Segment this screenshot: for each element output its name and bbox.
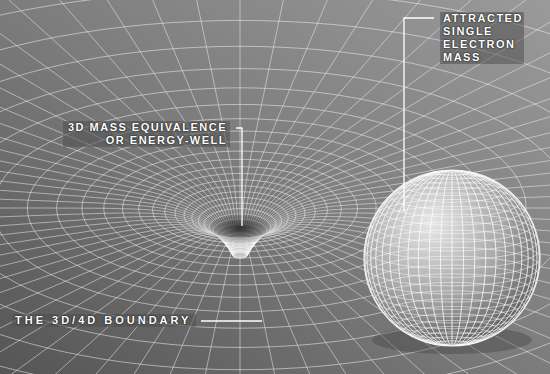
well-throat (206, 212, 274, 244)
grid-line (0, 225, 234, 374)
grid-line (0, 236, 237, 374)
sphere-grid-line (418, 170, 485, 346)
grid-line (0, 0, 234, 254)
sphere-grid-line (418, 170, 485, 346)
sphere-grid-line (408, 170, 496, 346)
sphere-grid-line (398, 170, 505, 346)
grid-line (68, 238, 239, 374)
sphere-outline (364, 170, 540, 346)
sphere-grid-line (365, 170, 539, 346)
grid-line (0, 0, 235, 253)
grid-line (0, 0, 234, 254)
grid-line (0, 220, 233, 316)
callout-label: THE 3D/4D BOUNDARY (12, 314, 196, 327)
grid-line (240, 238, 241, 374)
grid-line (0, 232, 235, 374)
sphere-grid-line (371, 170, 534, 346)
grid-line (0, 234, 236, 374)
grid-line (0, 20, 550, 374)
grid-line (0, 230, 235, 374)
grid-line (0, 222, 233, 350)
leader-line (404, 18, 434, 212)
grid-line (0, 233, 236, 374)
leader-line (201, 320, 262, 321)
sphere-grid-line (382, 170, 522, 346)
grid-line (0, 100, 233, 254)
grid-line (0, 0, 238, 253)
grid-line (0, 0, 238, 253)
callout-label: 3D MASS EQUIVALENCE OR ENERGY-WELL (63, 121, 230, 147)
sphere-grid-line (367, 170, 537, 346)
grid-line (0, 0, 236, 253)
electron-sphere (364, 170, 540, 346)
sphere-grid-line (429, 170, 475, 346)
grid-line (0, 217, 233, 281)
sphere-grid-line (398, 170, 505, 346)
grid-line (0, 66, 233, 255)
grid-line (241, 238, 327, 374)
grid-line (0, 0, 237, 253)
grid-line (0, 229, 234, 374)
sphere-grid-line (441, 170, 464, 346)
sphere-grid-line (451, 170, 452, 346)
leader-line (236, 128, 242, 226)
sphere-grid-line (390, 170, 514, 346)
grid-line (0, 227, 234, 374)
sphere-grid-line (382, 170, 522, 346)
callout-label: ATTRACTED SINGLE ELECTRON MASS (440, 12, 524, 64)
grid-line (0, 235, 237, 374)
grid-line (0, 0, 237, 253)
sphere-grid-line (390, 170, 514, 346)
sphere-grid-line (367, 170, 537, 346)
sphere-grid-line (441, 170, 464, 346)
grid-line (0, 136, 233, 255)
grid-line (0, 0, 235, 254)
sphere-grid-line (429, 170, 475, 346)
sphere-grid-line (408, 170, 496, 346)
grid-line (0, 213, 233, 256)
sphere-grid (364, 168, 540, 348)
sphere-grid-line (376, 170, 528, 346)
sphere-grid-line (371, 170, 534, 346)
grid-line (0, 0, 236, 253)
sphere-grid-line (365, 170, 539, 346)
sphere-grid-line (376, 170, 528, 346)
